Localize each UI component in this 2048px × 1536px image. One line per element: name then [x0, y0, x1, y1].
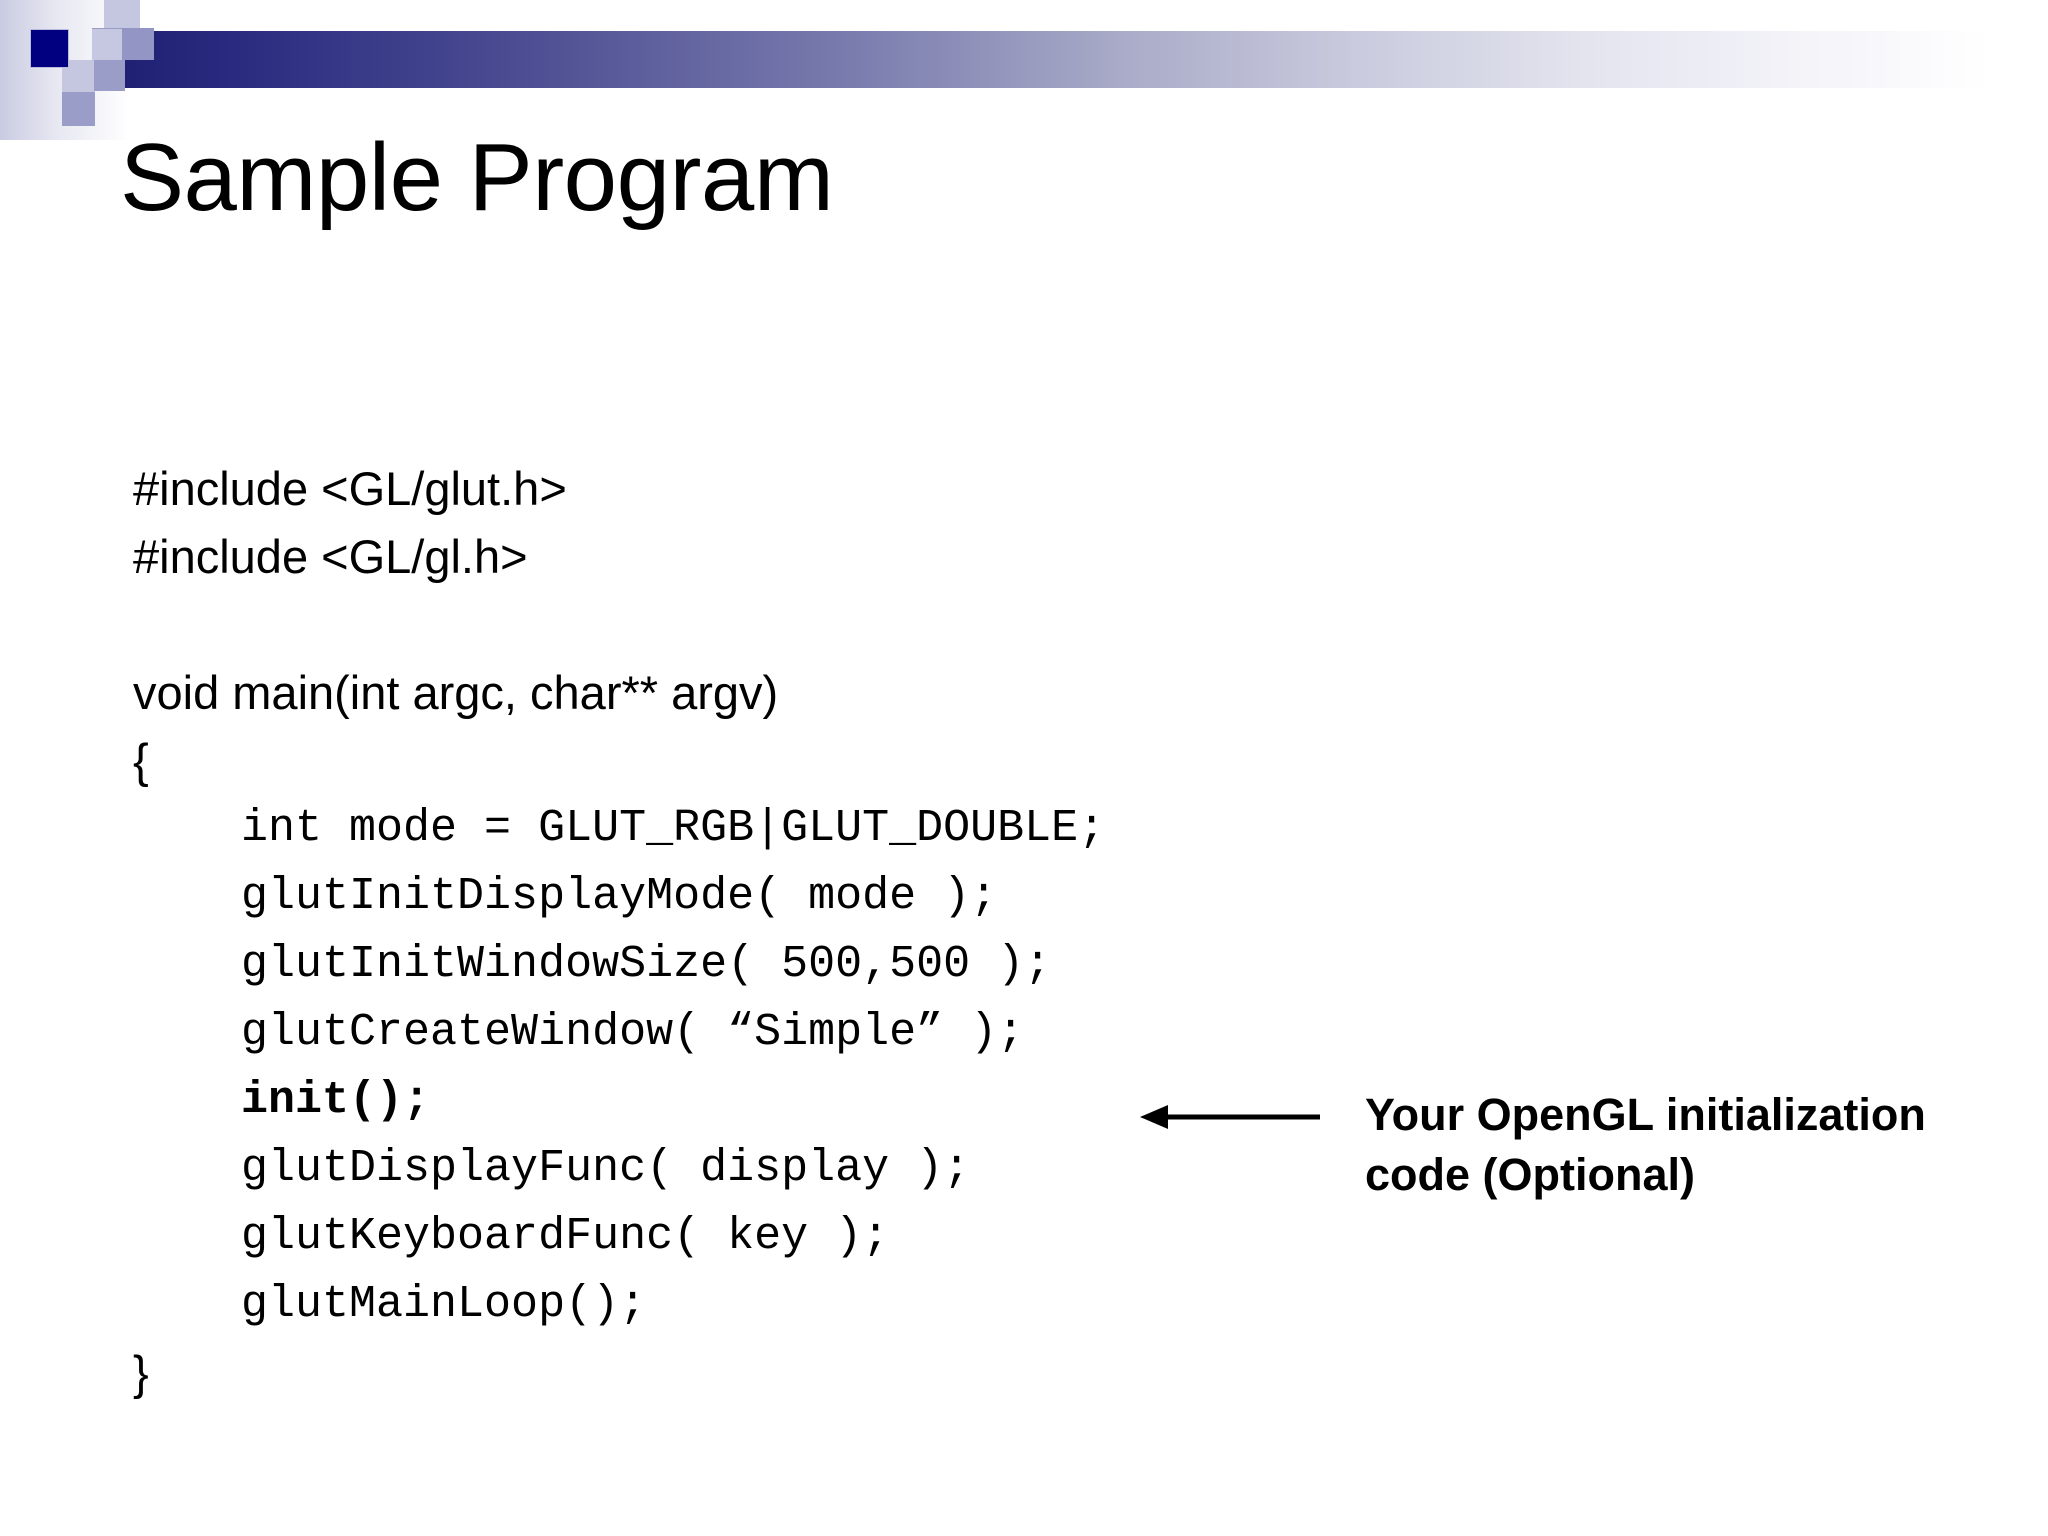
annotation-line-1: Your OpenGL initialization	[1365, 1089, 1926, 1140]
decorative-square-medium-bottom	[62, 92, 95, 126]
header-gradient-bar	[120, 31, 2048, 88]
code-line-mono: glutInitWindowSize( 500,500 );	[133, 939, 1052, 990]
code-line-mono: glutDisplayFunc( display );	[133, 1143, 971, 1194]
code-blank-line	[133, 591, 1433, 659]
decorative-square-navy	[30, 29, 69, 68]
annotation-text: Your OpenGL initialization code (Optiona…	[1365, 1085, 2025, 1205]
decorative-square-light-mid	[92, 28, 124, 61]
code-line-mono: glutKeyboardFunc( key );	[133, 1211, 890, 1262]
decorative-square-light-tall	[104, 0, 140, 32]
header-decoration	[0, 0, 2048, 140]
code-line-mono: glutCreateWindow( “Simple” );	[133, 1007, 1025, 1058]
slide-title: Sample Program	[120, 124, 834, 231]
code-block: #include <GL/glut.h> #include <GL/gl.h> vo…	[133, 455, 1433, 1407]
code-line-plain: void main(int argc, char** argv)	[133, 666, 779, 719]
decorative-square-medium-mid	[122, 28, 154, 60]
decorative-square-medium-lower	[94, 60, 125, 91]
code-line-plain: #include <GL/gl.h>	[133, 530, 528, 583]
arrow-left-icon	[1140, 1105, 1320, 1129]
code-line-plain: }	[133, 1346, 149, 1399]
code-line-plain: #include <GL/glut.h>	[133, 462, 567, 515]
annotation-line-2: code (Optional)	[1365, 1149, 1695, 1200]
code-line-mono: glutMainLoop();	[133, 1279, 647, 1330]
code-line-mono: glutInitDisplayMode( mode );	[133, 871, 998, 922]
code-line-plain: {	[133, 734, 149, 787]
code-line-mono-bold: init();	[133, 1075, 431, 1126]
code-line-mono: int mode = GLUT_RGB|GLUT_DOUBLE;	[133, 803, 1106, 854]
